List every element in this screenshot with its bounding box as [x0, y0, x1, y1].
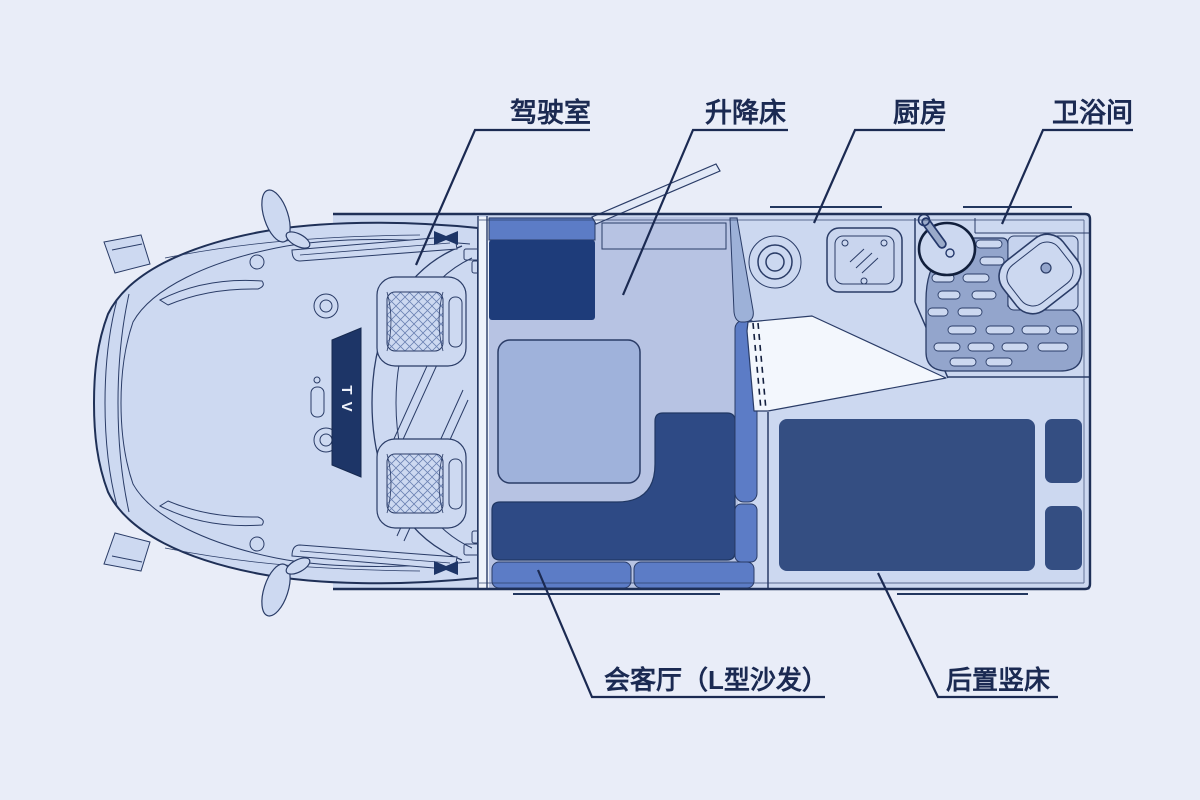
callout-bathroom: 卫浴间: [1000, 98, 1133, 225]
rear-bed-zone: [779, 419, 1082, 571]
rear-bed-pillow-bottom: [1045, 506, 1082, 570]
coach-body-inner-line: [479, 219, 1085, 584]
label-lift-bed: 升降床: [705, 97, 786, 128]
cab-seat-top: [376, 276, 467, 367]
roof-rod: [591, 163, 721, 225]
tv-panel: [331, 327, 362, 478]
leader-line: [621, 128, 788, 296]
callout-lift-bed: 升降床: [621, 97, 788, 296]
bumper-line: [117, 293, 130, 513]
leader-line: [877, 572, 1058, 699]
side-mirror-bottom: [249, 536, 311, 617]
coach-body-outline: [333, 212, 1092, 591]
label-rear-bed: 后置竖床: [946, 665, 1050, 695]
kitchen-zone: [748, 227, 903, 293]
stove-burner-inner: [765, 252, 785, 272]
stove-burner-mid: [757, 244, 793, 280]
label-bathroom: 卫浴间: [1052, 98, 1133, 128]
sofa-backrest-right-lower: [734, 503, 758, 563]
headlamp-top: [103, 234, 151, 274]
bathroom-shelf-line: [974, 218, 1089, 234]
cab-seat-bottom: [376, 438, 467, 529]
callout-cab: 驾驶室: [414, 97, 591, 266]
lift-bed-frame: [601, 222, 727, 250]
callout-rear-bed: 后置竖床: [877, 572, 1058, 699]
aisle-floor: [746, 315, 947, 412]
leader-line: [414, 128, 590, 266]
front-fascia-line: [104, 299, 118, 507]
truck-cab-drawing: [92, 189, 482, 617]
toilet: [998, 233, 1082, 315]
hood-vent-bottom: [158, 500, 264, 527]
label-cab: 驾驶室: [510, 97, 591, 128]
cab-partition-wall: [477, 216, 488, 588]
tv-label: TV: [338, 385, 355, 418]
bathroom-zone: [917, 213, 1089, 372]
front-cabinet-top: [488, 217, 596, 241]
mirror-mount-top: [434, 231, 458, 245]
side-mirror-top: [249, 189, 311, 270]
sofa-cushion-right: [633, 561, 755, 589]
label-kitchen: 厨房: [893, 98, 947, 128]
label-living-room: 会客厅（L型沙发）: [604, 665, 828, 695]
cab-partition-gap: [478, 217, 489, 589]
leader-line: [1000, 128, 1133, 225]
headlamp-top-accent: [111, 243, 143, 251]
headlamp-bottom: [103, 532, 151, 572]
hood-contour: [120, 238, 471, 568]
kitchen-sink-glass-lines: [849, 248, 879, 274]
leader-line: [812, 128, 945, 224]
headlamp-bottom-accent: [111, 555, 143, 563]
kitchen-partition-wedge: [729, 217, 754, 323]
entry-door-swing-dashes: [752, 322, 767, 411]
rear-bed-pillow-top: [1045, 419, 1082, 483]
toilet-flush-button: [1040, 262, 1052, 274]
rear-bed-mattress: [779, 419, 1035, 571]
kitchen-sink-screws: [841, 239, 888, 285]
dining-table: [497, 339, 641, 484]
leader-line: [536, 569, 825, 699]
visor-rail-bottom-line: [299, 550, 451, 564]
front-cabinet: [489, 240, 595, 320]
callout-kitchen: 厨房: [812, 98, 947, 224]
mirror-mount-bottom: [434, 561, 458, 575]
hood-vent-top: [158, 279, 264, 306]
sofa-cushion-left: [491, 561, 632, 589]
stove-burner-outer: [748, 235, 802, 289]
callout-living-room: 会客厅（L型沙发）: [536, 569, 828, 699]
